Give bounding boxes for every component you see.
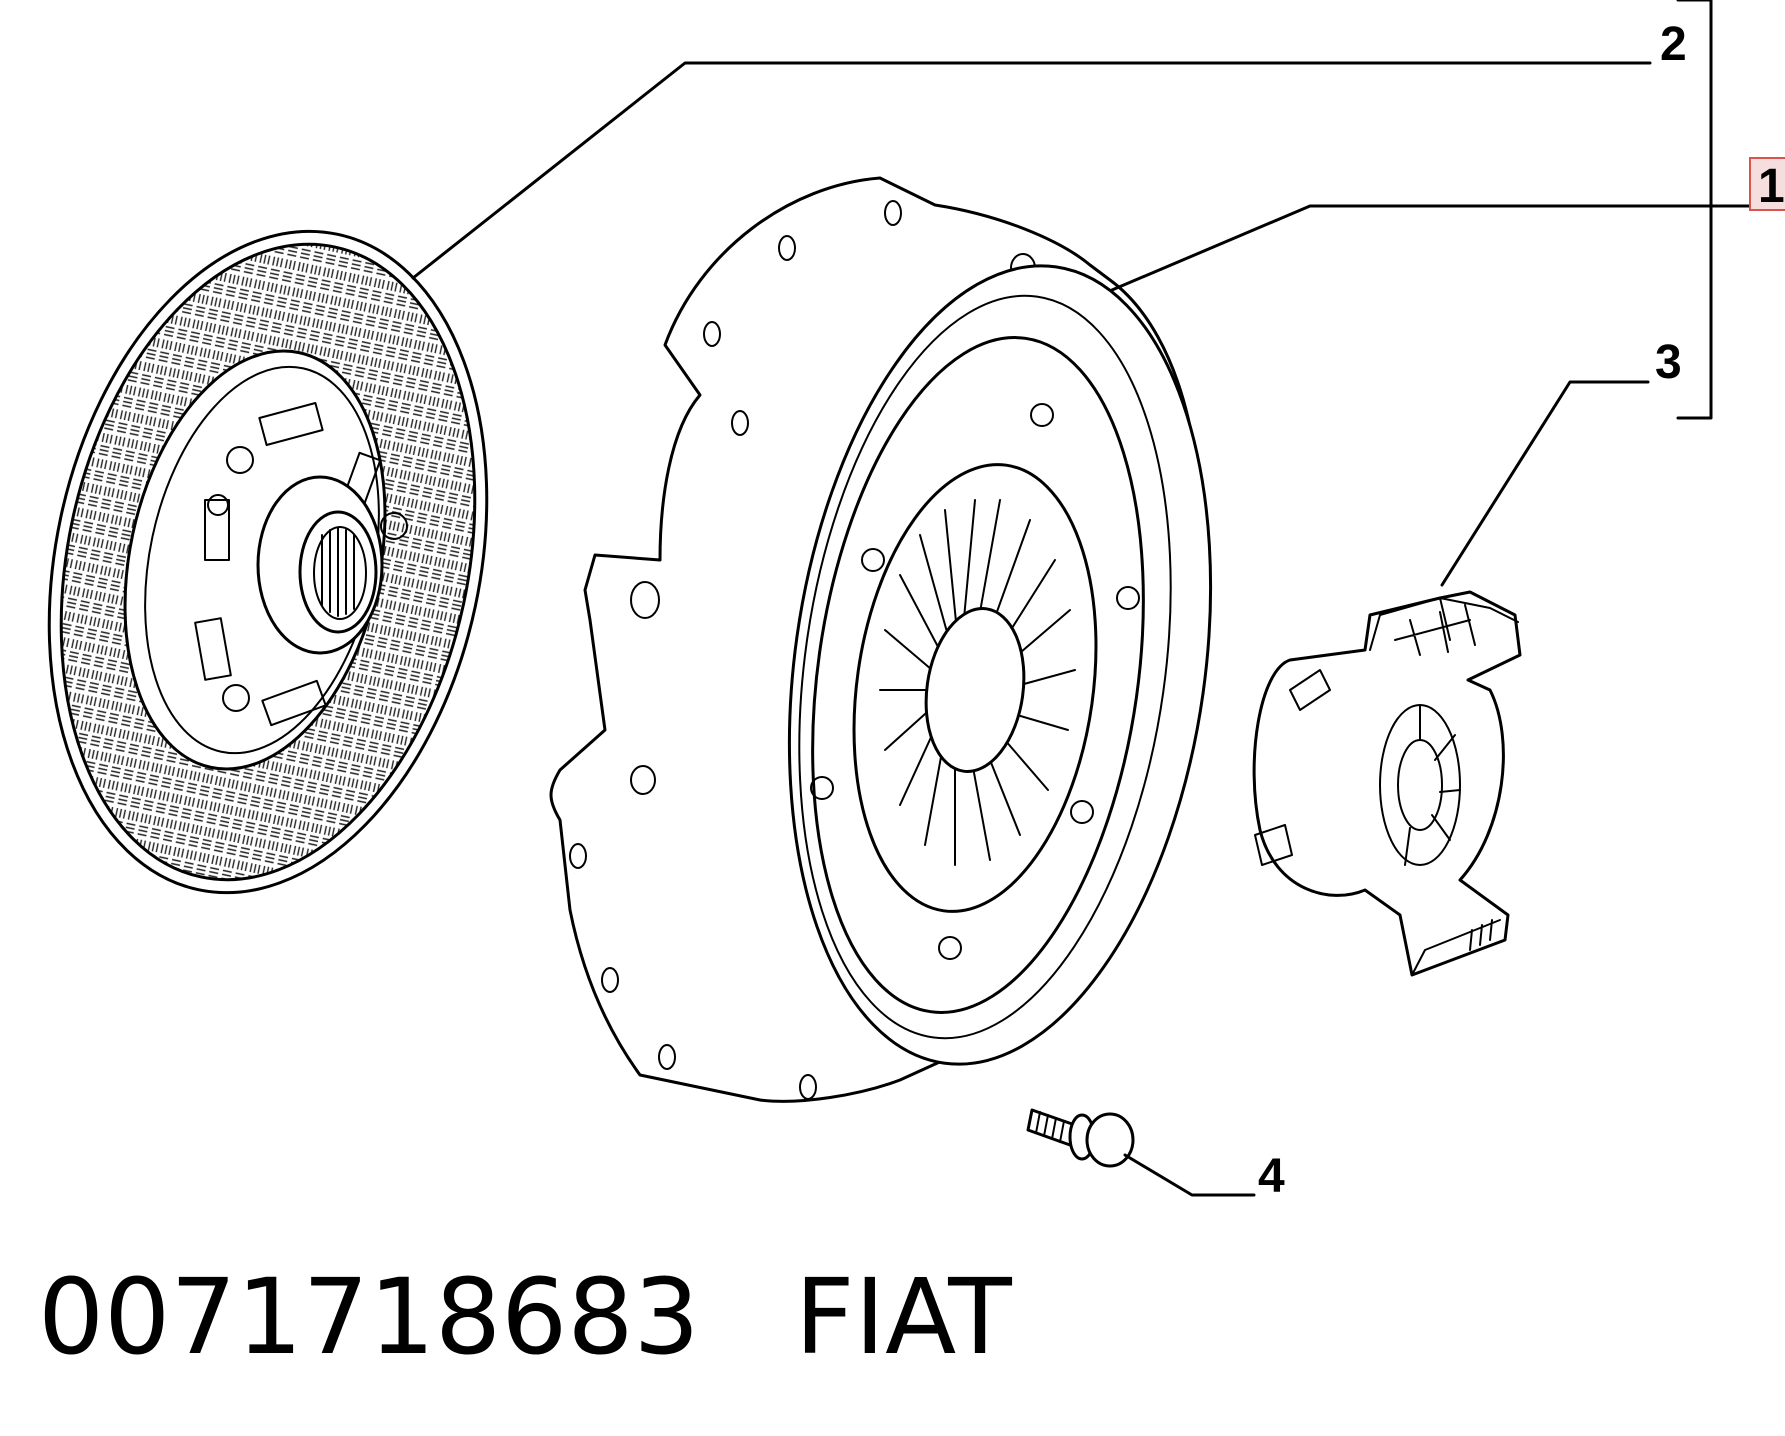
- svg-text:2: 2: [1660, 18, 1687, 71]
- release-bearing: [1252, 590, 1522, 977]
- callout-2: 2: [411, 18, 1687, 280]
- callout-4: 4: [1123, 1150, 1285, 1203]
- brand-name: FIAT: [794, 1256, 1012, 1378]
- svg-text:4: 4: [1258, 1150, 1285, 1203]
- part-number: 0071718683: [38, 1256, 700, 1378]
- group-bracket: [1676, 0, 1713, 420]
- pressure-plate: [549, 176, 1213, 1103]
- callout-3: 3: [1440, 336, 1682, 587]
- callout-1[interactable]: 1: [1110, 157, 1785, 292]
- svg-text:3: 3: [1655, 336, 1682, 389]
- clutch-disc: [47, 229, 489, 895]
- bolt: [1026, 1108, 1135, 1168]
- svg-text:1: 1: [1758, 160, 1785, 213]
